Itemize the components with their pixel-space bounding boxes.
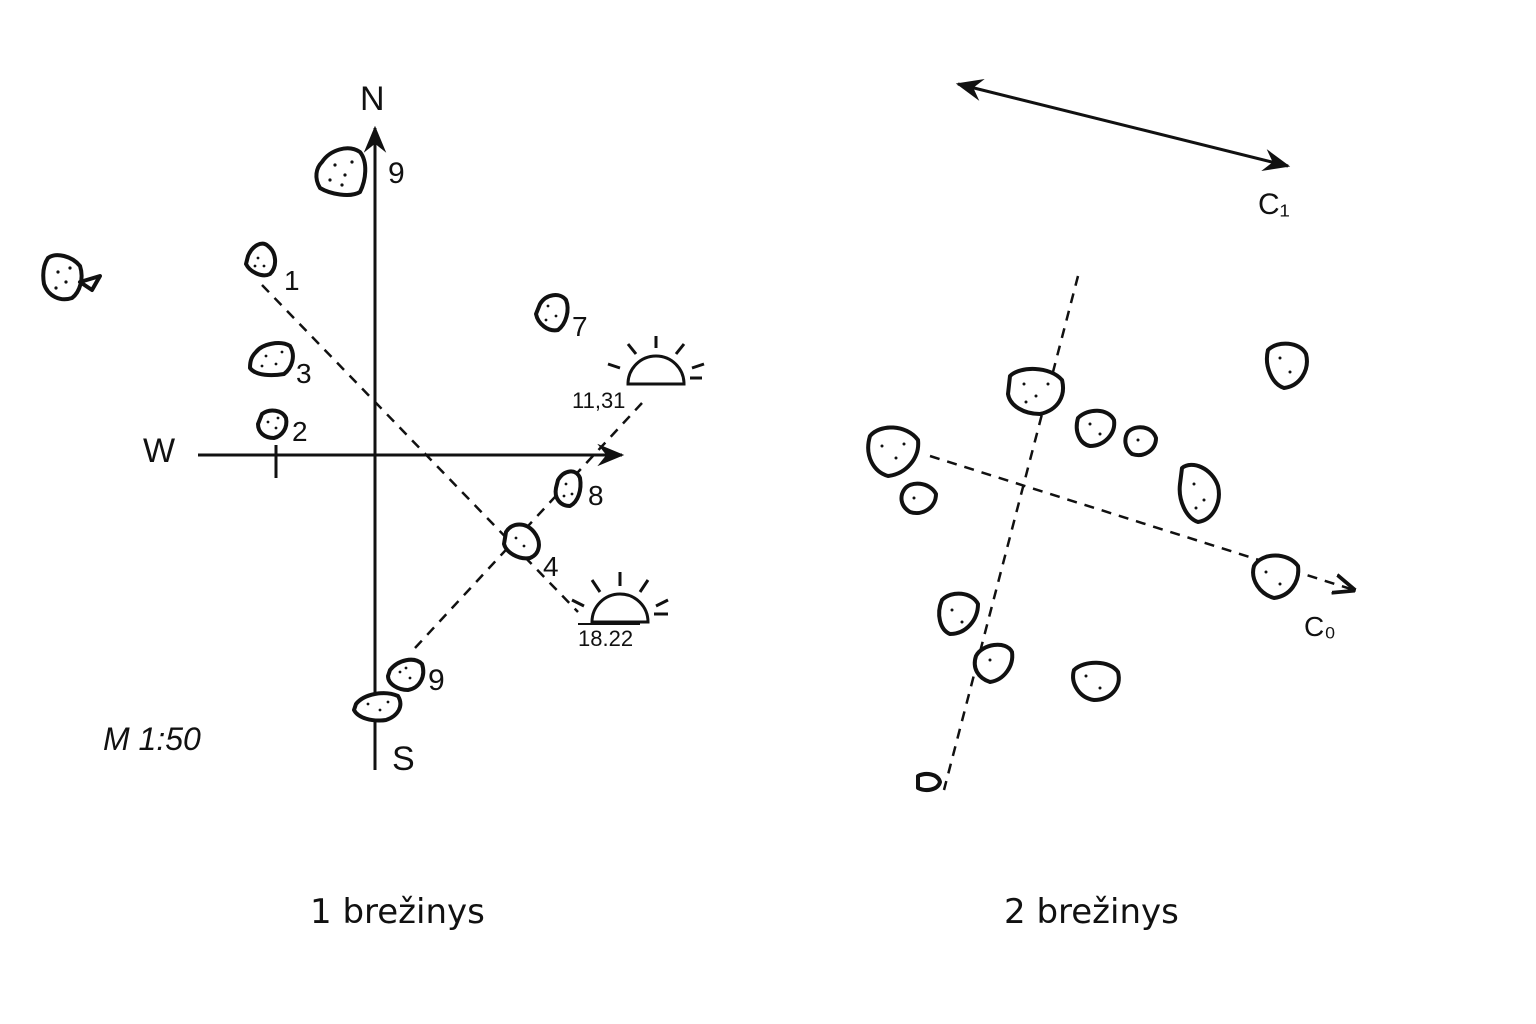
stone-number-9-north: 9 xyxy=(388,157,405,190)
sunrise-icon xyxy=(607,336,705,386)
stone-group-figure-2 xyxy=(866,341,1309,792)
sightline-1-to-sunset xyxy=(261,284,579,613)
figure-1: N S W 9 1 3 2 7 xyxy=(41,80,705,778)
stone-number-2: 2 xyxy=(292,416,308,447)
stone-7 xyxy=(534,293,570,333)
dashed-axis-arrow xyxy=(929,454,1354,590)
compass-west: W xyxy=(143,432,175,470)
stone-number-1: 1 xyxy=(284,265,300,296)
compass-north: N xyxy=(360,80,385,118)
dashed-axis-long xyxy=(942,275,1080,791)
sunrise-time: 11,31 xyxy=(572,388,625,413)
stone-number-4: 4 xyxy=(543,551,559,582)
double-arrow xyxy=(955,79,1291,171)
stone-2 xyxy=(256,408,289,440)
compass-south: S xyxy=(392,740,415,778)
stone-8 xyxy=(553,469,583,508)
stone-9-south xyxy=(386,657,426,692)
scale-label: M 1:50 xyxy=(103,721,201,757)
arrow-label-bottom: C₀ xyxy=(1304,611,1336,642)
sunset-icon xyxy=(571,572,669,625)
stone-3 xyxy=(248,341,295,378)
stone-1 xyxy=(244,241,277,278)
stone-number-7: 7 xyxy=(572,311,588,342)
caption-figure-2: 2 brežinys xyxy=(1004,892,1179,932)
stone-number-9-south: 9 xyxy=(428,664,445,697)
caption-figure-1: 1 brežinys xyxy=(310,892,485,932)
figure-2: C₁ C₀ xyxy=(866,79,1354,792)
stone-9-north xyxy=(314,146,368,197)
stone-south-axis xyxy=(352,691,403,723)
stone-number-3: 3 xyxy=(296,358,312,389)
sunset-time: 18.22 xyxy=(578,626,633,651)
stone-4 xyxy=(502,522,541,561)
stone-left xyxy=(41,253,102,302)
arrow-label-top: C₁ xyxy=(1258,188,1290,221)
stone-number-8: 8 xyxy=(588,480,604,511)
